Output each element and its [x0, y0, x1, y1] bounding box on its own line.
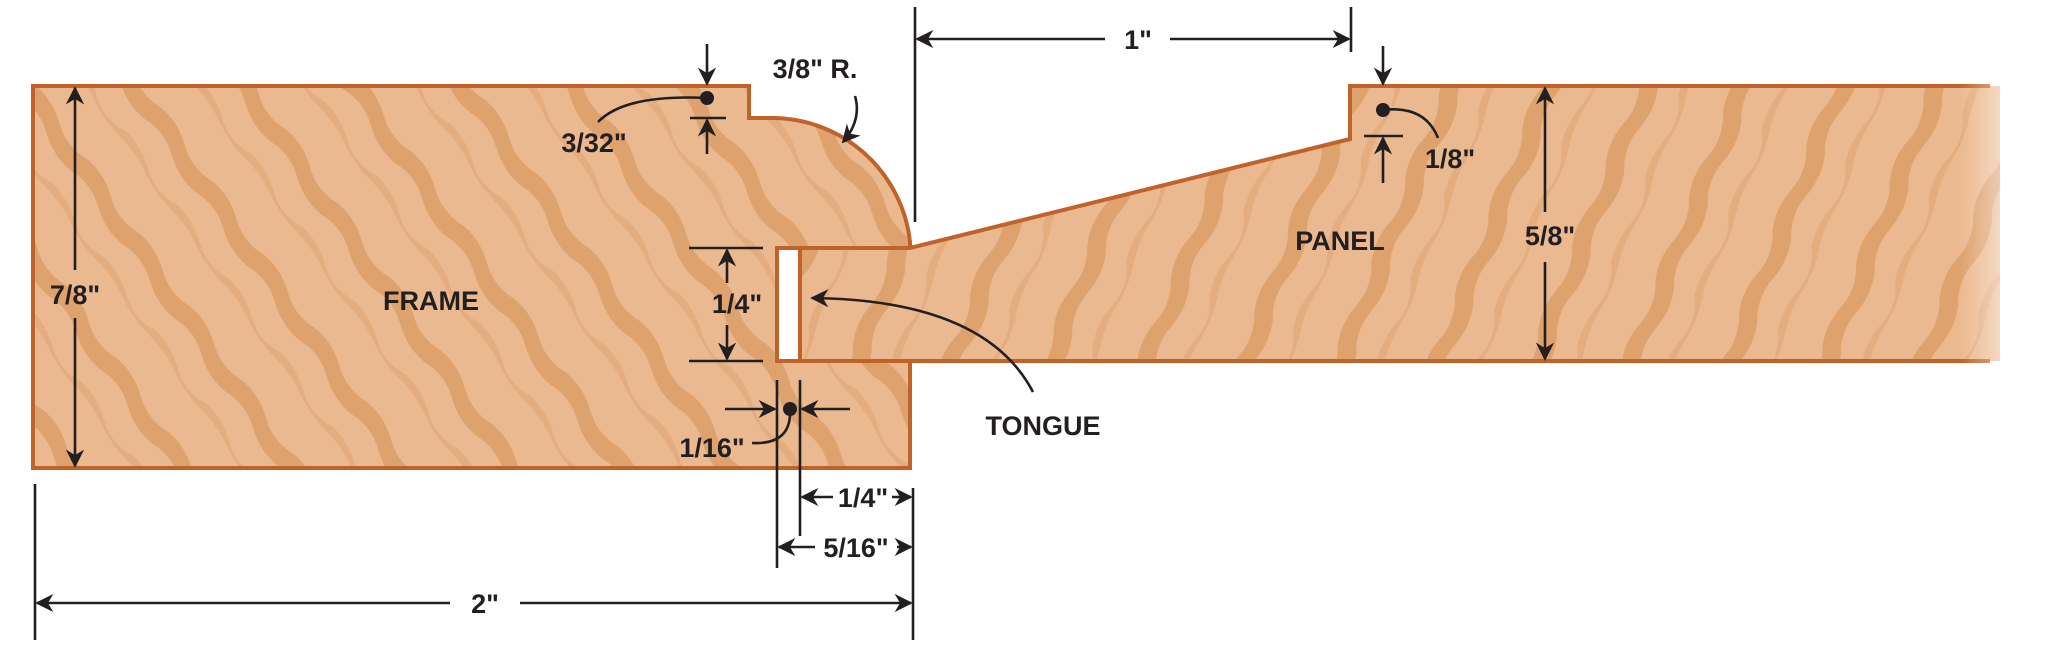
label-tongue: TONGUE	[985, 411, 1100, 441]
label-panel-thickness: 5/8"	[1525, 221, 1575, 251]
groove	[779, 250, 800, 359]
label-frame: FRAME	[383, 286, 479, 316]
label-frame-step: 3/32"	[561, 128, 626, 158]
label-groove-width: 1/4"	[712, 289, 762, 319]
label-panel: PANEL	[1295, 226, 1385, 256]
label-radius: 3/8" R.	[773, 54, 858, 84]
panel-fade	[1960, 80, 2050, 370]
frame-profile	[31, 84, 912, 470]
label-groove-depth: 5/16"	[823, 533, 888, 563]
label-frame-width: 2"	[471, 589, 499, 619]
radius-leader	[841, 95, 861, 144]
label-bevel-width: 1"	[1124, 25, 1152, 55]
label-groove-gap: 1/16"	[679, 433, 744, 463]
panel-profile	[800, 86, 2000, 361]
gap-leader	[751, 408, 792, 445]
label-panel-step: 1/8"	[1425, 144, 1475, 174]
panel-step-leader	[1382, 108, 1440, 139]
label-tongue-depth: 1/4"	[838, 483, 888, 513]
frame-step-leader	[597, 96, 708, 123]
panel-top-edge	[798, 84, 1990, 361]
tongue-leader	[810, 289, 1035, 393]
label-frame-thickness: 7/8"	[50, 280, 100, 310]
